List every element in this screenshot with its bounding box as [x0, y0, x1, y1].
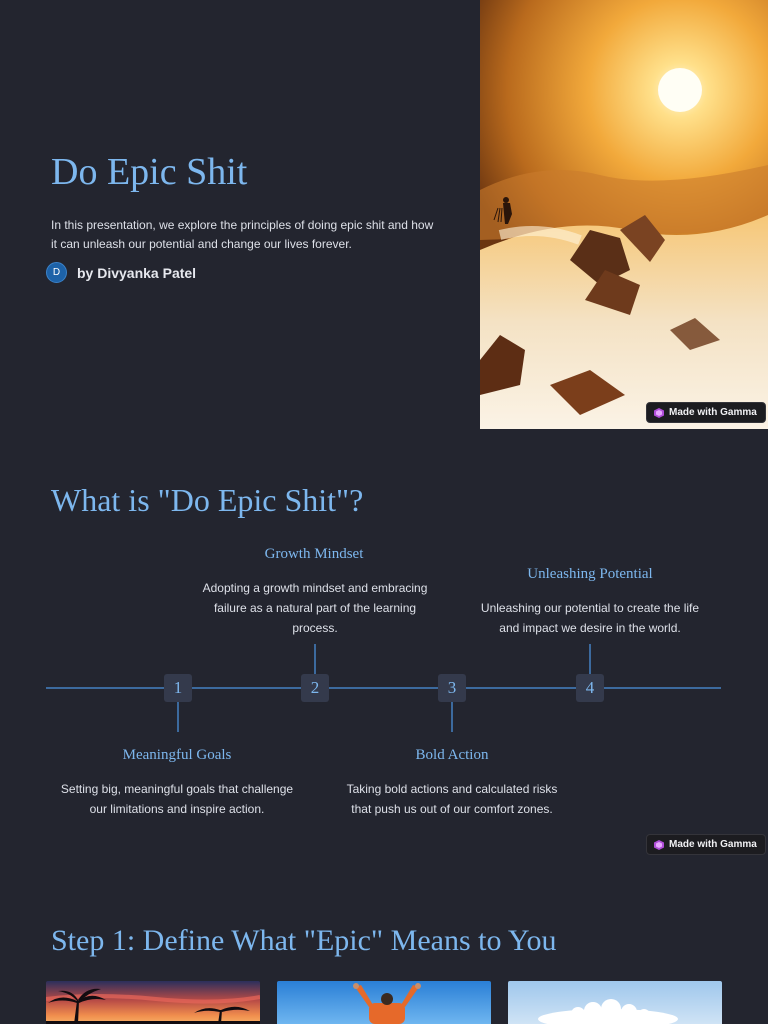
timeline-tick [177, 702, 179, 732]
intro-text: In this presentation, we explore the pri… [51, 218, 434, 251]
hero-image-svg [480, 0, 768, 429]
author-row: D by Divyanka Patel [46, 262, 196, 283]
sunset-palm-svg [46, 981, 260, 1024]
step-title-1: Meaningful Goals [122, 747, 232, 763]
celebrating-person-svg [277, 981, 491, 1024]
section-heading: What is "Do Epic Shit"? [51, 482, 364, 518]
timeline-line [46, 687, 721, 689]
sunset-palm-image [46, 981, 260, 1024]
clouds-svg [508, 981, 722, 1024]
step-number-4: 4 [576, 674, 604, 702]
step-number-3: 3 [438, 674, 466, 702]
gamma-badge-label: Made with Gamma [669, 839, 757, 850]
gamma-logo-icon [654, 839, 664, 850]
step-title-2: Growth Mindset [264, 546, 364, 562]
timeline-slide: What is "Do Epic Shit"? 1 Meaningful Goa… [0, 460, 768, 860]
step-desc-2: Adopting a growth mindset and embracing … [202, 581, 428, 635]
timeline-tick [589, 644, 591, 674]
celebrating-person-image [277, 981, 491, 1024]
avatar[interactable]: D [46, 262, 67, 283]
section-heading: Step 1: Define What "Epic" Means to You [51, 924, 557, 957]
timeline-tick [314, 644, 316, 674]
clouds-image [508, 981, 722, 1024]
made-with-gamma-badge[interactable]: Made with Gamma [646, 834, 766, 855]
step-desc-1: Setting big, meaningful goals that chall… [60, 782, 294, 816]
step-title-4: Unleashing Potential [527, 566, 653, 582]
step-number-2: 2 [301, 674, 329, 702]
step-title-3: Bold Action [415, 747, 489, 763]
step-number-1: 1 [164, 674, 192, 702]
step-desc-3: Taking bold actions and calculated risks… [346, 782, 558, 816]
page-title: Do Epic Shit [51, 151, 248, 193]
step-desc-4: Unleashing our potential to create the l… [480, 601, 700, 635]
step1-slide: Step 1: Define What "Epic" Means to You [0, 910, 768, 1024]
gamma-logo-icon [654, 407, 664, 418]
author-name: by Divyanka Patel [77, 264, 197, 281]
gamma-badge-label: Made with Gamma [669, 407, 757, 418]
hero-image [480, 0, 768, 429]
made-with-gamma-badge[interactable]: Made with Gamma [646, 402, 766, 423]
title-slide: Do Epic Shit In this presentation, we ex… [0, 0, 768, 429]
timeline-tick [451, 702, 453, 732]
